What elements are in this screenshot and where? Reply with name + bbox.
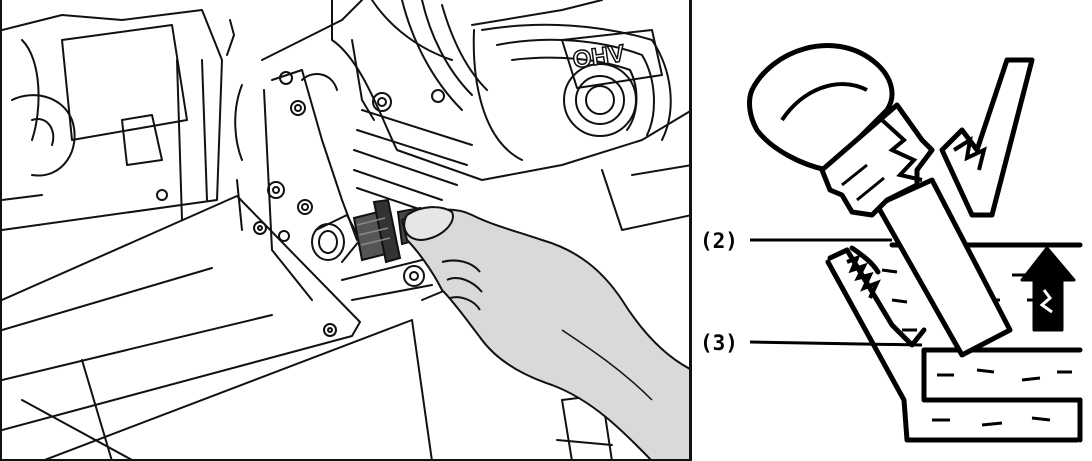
- dipstick-diagram: (2) (3): [700, 43, 1083, 443]
- oil-filler-plug: [352, 198, 426, 264]
- up-arrow-icon: [1020, 246, 1076, 332]
- dipstick-diagram-panel: (2) (3): [692, 0, 1092, 461]
- check-mark-icon: [939, 57, 1035, 218]
- dipstick-cap: [747, 43, 935, 218]
- leader-line-3: [749, 340, 923, 347]
- engine-illustration-panel: OHV: [0, 0, 692, 461]
- engine-line-drawing: OHV: [2, 0, 689, 459]
- label-level-3: (3): [700, 331, 738, 355]
- label-level-2: (2): [700, 229, 738, 253]
- hand: [401, 206, 689, 459]
